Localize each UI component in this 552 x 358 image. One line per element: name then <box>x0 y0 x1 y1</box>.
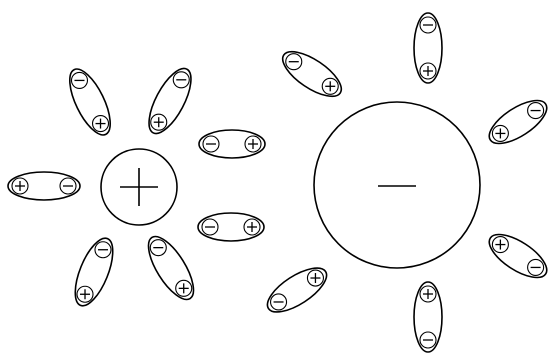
positive-end <box>420 63 436 79</box>
water-molecule <box>276 43 348 104</box>
negative-end <box>95 242 111 258</box>
water-molecule <box>483 92 552 151</box>
water-molecule-outline <box>276 43 348 104</box>
positive-end <box>492 237 508 253</box>
water-molecule <box>8 172 80 200</box>
anion-ion <box>314 102 480 268</box>
negative-end <box>528 259 544 275</box>
water-molecule <box>141 63 200 140</box>
water-molecule <box>199 130 265 158</box>
positive-end <box>420 286 436 302</box>
negative-end <box>60 178 76 194</box>
negative-end <box>150 240 166 256</box>
negative-end <box>286 54 302 70</box>
positive-end <box>245 136 261 152</box>
negative-end <box>203 136 219 152</box>
positive-end <box>176 280 192 296</box>
water-molecule <box>198 213 264 241</box>
water-molecule-outline <box>140 230 202 306</box>
water-molecule <box>68 233 121 310</box>
water-molecule <box>140 230 202 306</box>
positive-end <box>77 286 93 302</box>
positive-end <box>244 219 260 235</box>
water-molecule <box>414 282 442 352</box>
positive-end <box>93 116 109 132</box>
water-molecule <box>483 226 552 285</box>
negative-end <box>202 219 218 235</box>
negative-end <box>71 72 87 88</box>
water-molecule-outline <box>261 260 333 321</box>
negative-end <box>420 17 436 33</box>
water-molecule-outline <box>483 92 552 151</box>
water-molecule-outline <box>483 226 552 285</box>
water-molecule-outline <box>141 63 200 140</box>
negative-end <box>528 103 544 119</box>
positive-end <box>307 270 323 286</box>
negative-end <box>420 332 436 348</box>
positive-end <box>322 78 338 94</box>
water-molecule-outline <box>62 64 119 141</box>
water-molecule <box>62 64 119 141</box>
anion-circle <box>314 102 480 268</box>
negative-end <box>271 294 287 310</box>
water-molecule <box>261 260 333 321</box>
negative-end <box>173 72 189 88</box>
water-molecule-outline <box>68 233 121 310</box>
cation-ion <box>101 149 177 225</box>
water-molecule <box>414 13 442 83</box>
positive-end <box>492 125 508 141</box>
positive-end <box>151 114 167 130</box>
positive-end <box>12 178 28 194</box>
